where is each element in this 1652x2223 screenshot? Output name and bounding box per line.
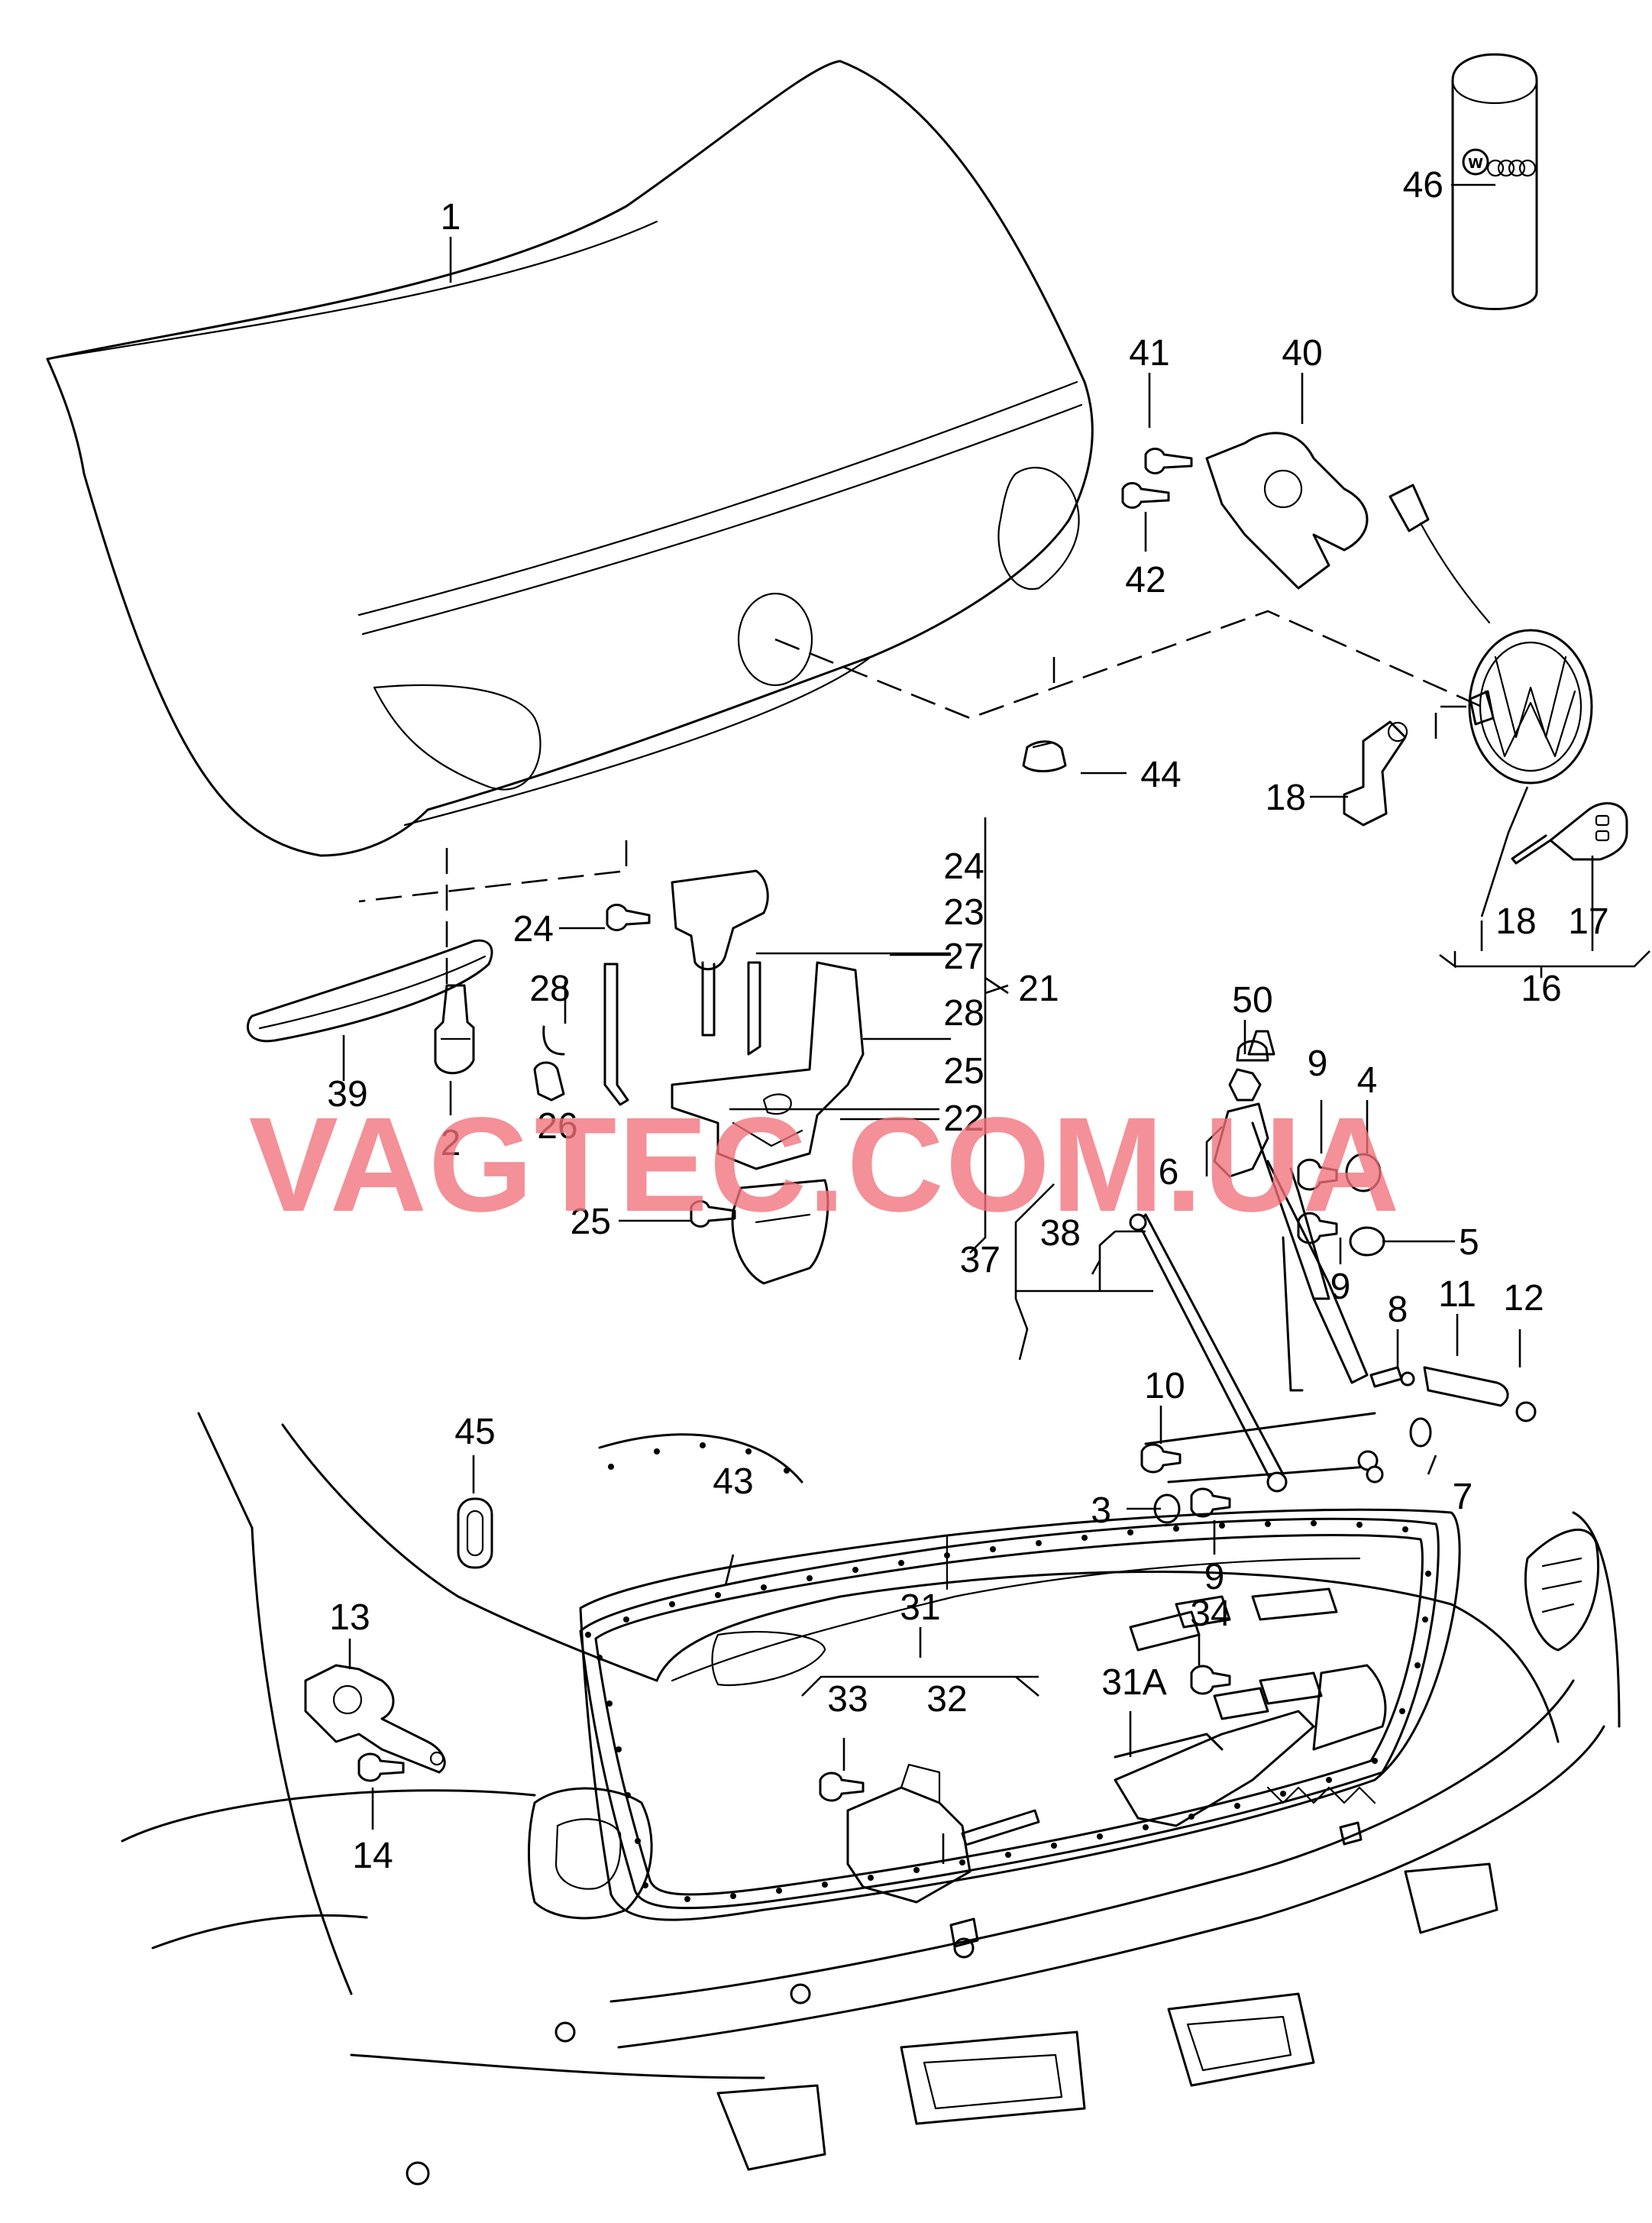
callout-44: 44	[1140, 755, 1181, 795]
callout-16: 16	[1521, 969, 1561, 1009]
lock-actuator	[819, 1763, 1040, 1904]
callout-43: 43	[713, 1461, 753, 1502]
callout-7: 7	[1453, 1477, 1473, 1517]
callout-27: 27	[943, 937, 984, 977]
callout-13: 13	[329, 1597, 370, 1638]
callout-23: 23	[943, 892, 984, 933]
callout-28-right: 28	[943, 993, 984, 1034]
callout-24-upper: 24	[943, 846, 984, 887]
callout-45: 45	[454, 1412, 495, 1452]
lid-clip	[434, 984, 475, 1075]
callout-24-lower: 24	[513, 909, 554, 950]
callout-8: 8	[1388, 1289, 1408, 1330]
grommet	[457, 1497, 493, 1569]
callout-11: 11	[1438, 1274, 1476, 1315]
callout-34: 34	[1190, 1594, 1230, 1634]
callout-25-upper: 25	[943, 1051, 984, 1092]
microswitch	[1343, 720, 1408, 827]
connection-lines	[358, 610, 1529, 985]
callout-28-left: 28	[529, 969, 570, 1009]
callout-33: 33	[827, 1679, 868, 1720]
callout-31a: 31A	[1101, 1662, 1166, 1703]
callout-17: 17	[1568, 901, 1608, 942]
callouts: 1 46 41 40 42 44 18 18 17 16 24 23 24 27…	[327, 165, 1608, 1876]
leader-lines	[342, 183, 1650, 1864]
callout-4: 4	[1357, 1060, 1378, 1101]
watermark: VAGTEC.COM.UA	[249, 1090, 1401, 1240]
callout-22: 22	[943, 1099, 984, 1139]
callout-6: 6	[1159, 1152, 1179, 1192]
cap	[1236, 1040, 1269, 1062]
bracket	[304, 1664, 446, 1782]
hinge-assembly	[1129, 1030, 1537, 1524]
seal-dots	[585, 1442, 1431, 1902]
callout-38: 38	[1040, 1213, 1081, 1254]
callout-3: 3	[1091, 1490, 1111, 1531]
striker-plate	[1114, 1587, 1387, 1827]
callout-39: 39	[327, 1074, 367, 1115]
lock-assembly	[533, 869, 865, 1285]
emblem-lock-carrier	[1121, 432, 1491, 624]
callout-18-switch: 18	[1266, 778, 1306, 818]
callout-12: 12	[1503, 1278, 1544, 1319]
callout-10: 10	[1144, 1366, 1185, 1406]
callout-9-bottom: 9	[1204, 1557, 1225, 1597]
callout-25-lower: 25	[571, 1202, 611, 1242]
callout-41: 41	[1129, 333, 1169, 374]
vehicle-rear-body	[121, 1412, 1621, 2186]
callout-21: 21	[1018, 969, 1059, 1009]
trunk-seal	[579, 1433, 1440, 1910]
callout-32: 32	[926, 1679, 967, 1720]
trunk-lid	[46, 60, 1094, 857]
callout-40: 40	[1282, 333, 1322, 374]
callout-26: 26	[537, 1106, 577, 1147]
callout-46: 46	[1403, 165, 1443, 205]
callout-14: 14	[352, 1836, 393, 1876]
plug	[1022, 740, 1067, 772]
remote-key-icon	[1511, 802, 1628, 865]
callout-5: 5	[1459, 1222, 1479, 1263]
vw-emblem-icon: W	[1468, 156, 1483, 172]
callout-18-group: 18	[1495, 901, 1536, 942]
audi-rings-icon	[1486, 159, 1537, 177]
callout-9-mid: 9	[1330, 1267, 1351, 1307]
paint-can: W	[1451, 53, 1538, 310]
callout-2: 2	[441, 1123, 461, 1163]
callout-9-top: 9	[1308, 1044, 1328, 1084]
trim-strip	[247, 939, 493, 1043]
callout-50: 50	[1232, 980, 1272, 1021]
callout-31: 31	[900, 1587, 940, 1628]
callout-1: 1	[441, 197, 461, 238]
callout-42: 42	[1125, 560, 1165, 600]
vw-emblem-icon	[1468, 629, 1593, 785]
callout-37: 37	[960, 1240, 1001, 1280]
